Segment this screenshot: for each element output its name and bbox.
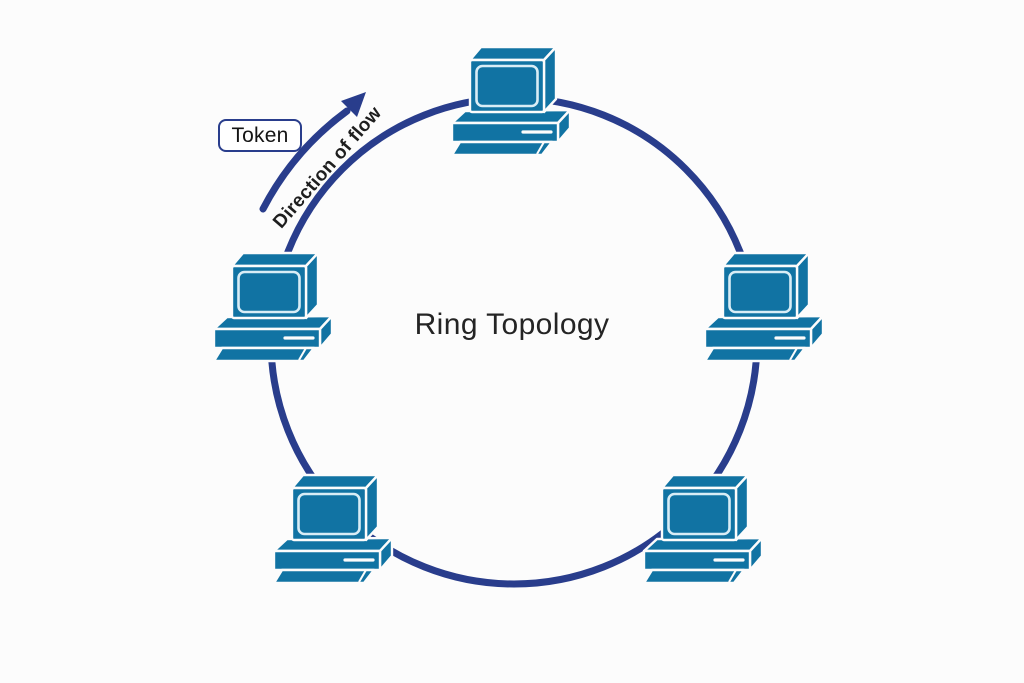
computer-icon [272, 473, 394, 585]
computer-node-left [212, 251, 334, 363]
computer-icon [703, 251, 825, 363]
token-label: Token [231, 123, 289, 147]
computer-node-bottom-left [272, 473, 394, 585]
computer-icon [642, 473, 764, 585]
computer-icon [212, 251, 334, 363]
diagram-title: Ring Topology [414, 308, 610, 341]
flow-arrowhead-icon [341, 92, 366, 117]
flow-arrow [259, 107, 351, 213]
computer-icon [450, 45, 572, 157]
computer-node-right [703, 251, 825, 363]
token-badge: Token [218, 119, 302, 152]
computer-node-top [450, 45, 572, 157]
computer-node-bottom-right [642, 473, 764, 585]
